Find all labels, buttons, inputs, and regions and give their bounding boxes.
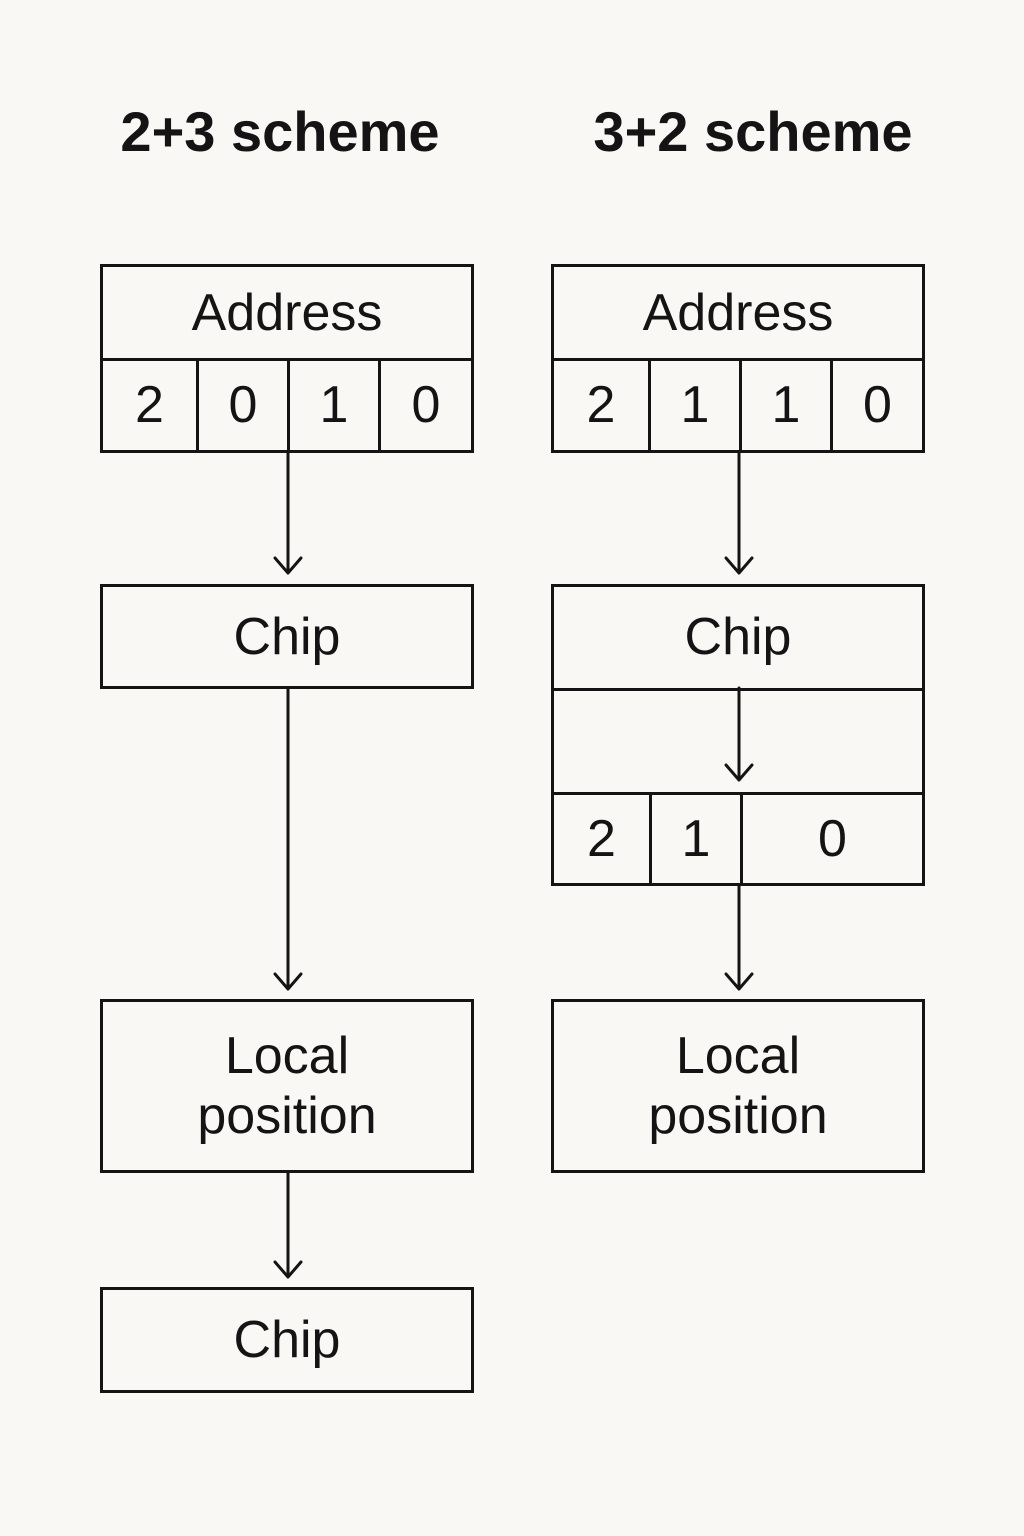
left-scheme-title: 2+3 scheme [120,100,440,163]
right-local-label-line1: Local [675,1027,801,1085]
left-chip-box: Chip [100,584,474,689]
left-address-digit: 0 [411,376,441,434]
left-address-digit: 1 [319,376,349,434]
right-address-digit: 1 [680,376,710,434]
left-digit-separator-3 [378,358,381,450]
right-digit-separator-3 [830,358,833,450]
right-split-separator-2 [740,792,743,883]
right-address-digit: 1 [771,376,801,434]
left-local-label-line1: Local [224,1027,350,1085]
right-chip-divider-bottom [554,792,922,795]
right-chip-box: Chip 2 1 0 [551,584,925,886]
left-digit-separator-2 [287,358,290,450]
left-address-digit: 0 [228,376,258,434]
right-chip-divider-top [554,688,922,691]
left-address-label: Address [191,284,383,342]
right-scheme-title: 3+2 scheme [593,100,913,163]
right-split-digit: 2 [587,810,616,868]
right-address-box: Address 2 1 1 0 [551,264,925,453]
left-chip2-box: Chip [100,1287,474,1393]
left-digit-separator-1 [196,358,199,450]
right-chip-label: Chip [684,608,792,666]
left-local-position-box: Local position [100,999,474,1173]
right-split-digit: 0 [818,810,847,868]
right-arrowhead-address-to-chip [724,556,754,575]
right-local-label-line2: position [648,1087,828,1145]
right-address-label: Address [642,284,834,342]
right-digit-separator-1 [648,358,651,450]
left-arrowhead-chip-to-local [273,972,303,991]
right-address-digit: 2 [586,376,616,434]
right-address-digit: 0 [863,376,892,434]
right-arrowhead-chip-to-local [724,972,754,991]
left-address-box: Address 2 0 1 0 [100,264,474,453]
left-chip2-label: Chip [233,1311,341,1369]
left-chip-label: Chip [233,608,341,666]
right-digit-separator-2 [739,358,742,450]
left-local-label-line2: position [197,1087,377,1145]
right-address-divider [554,358,922,361]
right-split-separator-1 [649,792,652,883]
left-arrowhead-local-to-chip2 [273,1260,303,1279]
left-address-digit: 2 [135,376,164,434]
right-local-position-box: Local position [551,999,925,1173]
right-split-digit: 1 [681,810,711,868]
left-arrowhead-address-to-chip [273,556,303,575]
